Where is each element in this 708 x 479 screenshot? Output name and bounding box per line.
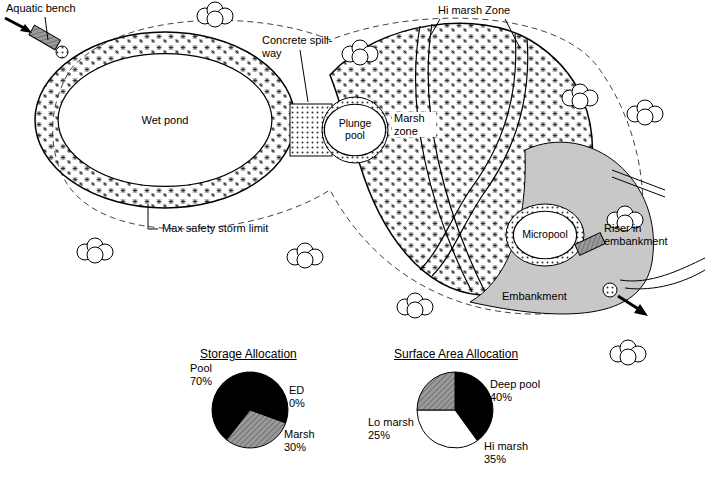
pie-label: Marsh 30% (284, 428, 324, 453)
art-shape (417, 410, 477, 448)
art-shape (505, 19, 520, 48)
tree (620, 349, 636, 365)
node-shape (324, 104, 385, 155)
chart-title: Surface Area Allocation (394, 348, 518, 362)
micropool: Micropool (513, 211, 577, 259)
wire (612, 177, 665, 197)
plunge-pool: Plunge pool (324, 104, 386, 156)
tree (87, 247, 103, 263)
pie-label: Hi marsh 35% (484, 440, 538, 465)
art-shape (420, 34, 516, 270)
inlet-pipe (5, 18, 68, 58)
art-shape (56, 46, 68, 58)
art-shape (416, 26, 472, 292)
pie-label: Pool 70% (190, 362, 224, 387)
tree (352, 49, 368, 65)
art-shape (29, 25, 60, 50)
part-label: Marsh zone (392, 112, 436, 137)
node-label: Wet pond (142, 114, 189, 126)
pie-label: Lo marsh 25% (368, 416, 416, 441)
pie-label: Deep pool 40% (490, 378, 548, 403)
part-label: Riser in embankment (604, 222, 676, 247)
tree (407, 302, 423, 318)
node-shape (513, 211, 576, 259)
leader-lines (45, 17, 520, 229)
aquatic-bench (35, 32, 295, 208)
node-shape (58, 54, 272, 187)
note-label: Max safety storm limit (162, 222, 268, 235)
art-shape (625, 270, 705, 289)
art-shape (20, 24, 32, 33)
outlet-pipe (603, 258, 705, 316)
node-label: Micropool (522, 229, 568, 241)
part-label: Aquatic bench (6, 2, 76, 15)
micropool-ring (506, 204, 584, 266)
art-shape (428, 24, 486, 294)
surface-pie (417, 372, 493, 448)
riser (575, 233, 605, 256)
art-shape (45, 17, 48, 40)
part-label: Concrete spill-way (262, 34, 342, 59)
wet-pond: Wet pond (57, 53, 273, 187)
plunge-pool-ring (322, 97, 388, 163)
pie-label: ED 0% (289, 384, 323, 409)
chart-title: Storage Allocation (200, 348, 297, 362)
art-shape (300, 50, 308, 102)
art-shape (603, 283, 617, 297)
art-shape (227, 410, 286, 448)
art-shape (634, 304, 648, 316)
part-label: Hi marsh Zone (438, 4, 518, 17)
art-shape (620, 258, 705, 281)
tree (637, 109, 653, 125)
art-shape (428, 19, 440, 40)
tree (572, 93, 588, 109)
storage-pie (212, 372, 288, 448)
art-shape (417, 372, 455, 410)
art-shape (148, 204, 158, 229)
part-label: Embankment (500, 290, 569, 303)
tree (297, 252, 313, 268)
tree (207, 11, 223, 27)
art-shape (618, 296, 640, 310)
node-label: Plunge pool (332, 118, 378, 141)
